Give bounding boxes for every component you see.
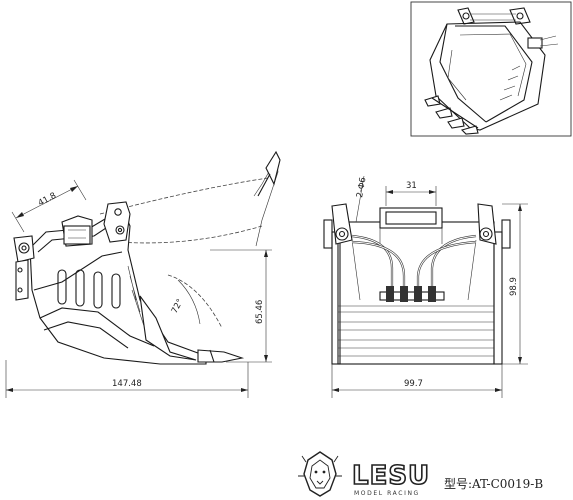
front-width-dim: 99.7 <box>404 379 423 389</box>
side-height-dim: 65.46 <box>255 300 265 324</box>
front-height-dim: 98.9 <box>509 277 519 296</box>
perspective-inset <box>410 1 572 137</box>
brand-subtitle: MODEL RACING <box>354 490 420 497</box>
side-top-pin-dim: 41.8 <box>37 191 58 209</box>
side-width-dim: 147.48 <box>112 379 142 389</box>
lion-head-icon <box>298 451 342 497</box>
model-label: 型号:AT-C0019-B <box>444 477 543 491</box>
brand-logo: LESU <box>352 461 430 491</box>
front-view: 31 2-Φ6 99.7 98.9 <box>323 175 528 398</box>
front-hole-dim: 2-Φ6 <box>355 177 368 199</box>
side-view: 147.48 65.46 41.8 72° <box>5 150 281 398</box>
front-pin-spacing-dim: 31 <box>406 181 417 191</box>
side-angle-dim: 72° <box>170 297 186 315</box>
